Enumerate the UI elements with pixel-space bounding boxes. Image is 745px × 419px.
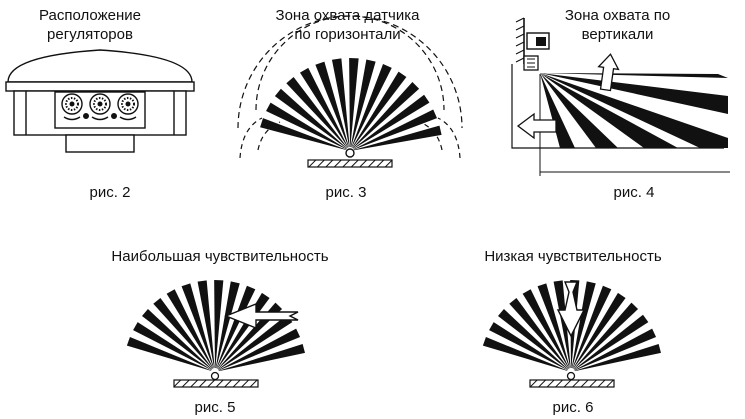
fan-segment — [215, 281, 240, 369]
dial-icon — [89, 93, 111, 121]
arrow-left-icon — [516, 112, 557, 140]
fan-segment — [574, 343, 661, 372]
fig4-vertical-zone — [511, 17, 730, 176]
fan-segment — [553, 280, 571, 369]
arrow-up-icon — [597, 53, 620, 92]
fan-segment — [352, 82, 420, 149]
fan-segment — [572, 285, 612, 369]
fan-segment — [571, 281, 596, 369]
fan-segment — [153, 297, 213, 370]
fan-segment — [260, 118, 347, 150]
fan-segment — [126, 336, 212, 371]
max-sensitivity-title: Наибольшая чувствительность — [111, 248, 329, 265]
fig2-caption: рис. 2 — [89, 184, 131, 201]
fan-segment — [574, 314, 649, 370]
fan-segment — [509, 297, 569, 370]
dial-icon — [117, 93, 139, 121]
fan-segment — [218, 328, 301, 371]
fan-segment — [299, 67, 349, 148]
fan-segment — [214, 280, 224, 369]
fig2-sensor-device — [5, 49, 195, 153]
fig3-horizontal-fan — [237, 15, 463, 168]
controls-title: Расположение регуляторов — [39, 7, 141, 43]
fan-segment — [351, 64, 392, 148]
fan-segment — [497, 309, 569, 370]
fig6-low-sensitivity-fan — [482, 280, 661, 388]
fan-segment — [353, 94, 430, 149]
fig6-caption: рис. 6 — [552, 399, 594, 416]
fig5-caption: рис. 5 — [194, 399, 236, 416]
arrow-left-icon — [224, 302, 299, 330]
fan-segment — [181, 283, 214, 369]
fan-segment — [482, 336, 568, 371]
fan-segment — [353, 109, 438, 150]
fan-segment — [274, 88, 348, 149]
fan-segment — [266, 102, 347, 150]
fig4-caption: рис. 4 — [613, 184, 655, 201]
fan-segment — [349, 58, 359, 148]
fan-segment — [218, 343, 305, 372]
low-sensitivity-title: Низкая чувствительность — [484, 248, 662, 265]
fan-segment — [489, 322, 568, 371]
vertical-zone-title: Зона охвата по вертикали — [564, 7, 671, 43]
fan-segment — [573, 292, 626, 369]
fan-segment — [331, 58, 350, 148]
fan-segment — [574, 328, 657, 371]
arrow-down-icon — [556, 281, 586, 338]
fan-segment — [353, 125, 442, 151]
dial-icon — [61, 93, 83, 121]
fan-segment — [141, 309, 213, 370]
fan-segment — [573, 302, 639, 370]
fan-segment — [197, 280, 215, 369]
fan-segment — [350, 59, 376, 148]
fig3-caption: рис. 3 — [325, 184, 367, 201]
fan-segment — [133, 322, 212, 371]
fan-segment — [537, 283, 570, 369]
mount-base — [307, 159, 393, 168]
fig5-max-sensitivity-fan — [126, 280, 305, 388]
fan-segment — [166, 289, 214, 369]
fan-segment — [218, 314, 293, 370]
fan-segment — [352, 71, 407, 148]
fan-segment — [522, 289, 570, 369]
fan-segment — [315, 61, 349, 148]
regulator-dials — [61, 93, 139, 121]
fan-segment — [286, 77, 348, 149]
fan-segment — [216, 285, 256, 369]
